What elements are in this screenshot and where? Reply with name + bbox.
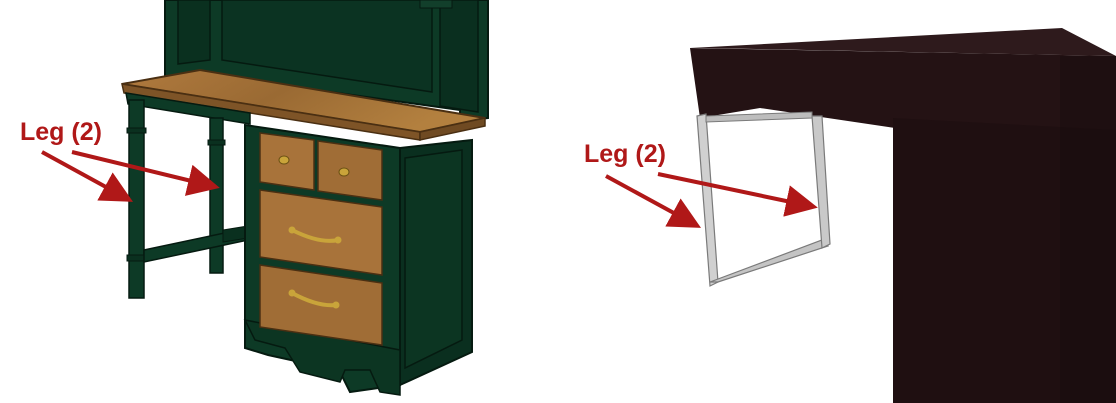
back-leg xyxy=(207,117,226,274)
desk-top xyxy=(121,68,486,141)
callout-arrow xyxy=(41,150,134,202)
callout-label: Leg (2) xyxy=(584,140,666,168)
middle-drawer xyxy=(259,189,383,276)
left-leg-callout: Leg (2) xyxy=(20,118,220,202)
right-leg-callout: Leg (2) xyxy=(584,140,818,228)
black-desk-illustration xyxy=(690,28,1116,403)
callout-label: Leg (2) xyxy=(20,118,102,146)
drawers xyxy=(259,132,383,346)
small-drawer-right xyxy=(317,140,383,201)
metal-leg xyxy=(696,111,831,287)
callout-arrow xyxy=(657,172,818,217)
callout-arrow xyxy=(605,174,702,228)
cabinet-side xyxy=(1060,56,1116,403)
desk-top-front xyxy=(690,48,1116,140)
desk-top-surface xyxy=(690,28,1116,56)
front-leg xyxy=(126,99,147,299)
callout-arrow xyxy=(71,150,220,196)
knob xyxy=(338,167,350,177)
knob xyxy=(278,155,290,165)
wooden-desk-illustration xyxy=(121,0,489,396)
desk-apron xyxy=(125,92,251,125)
